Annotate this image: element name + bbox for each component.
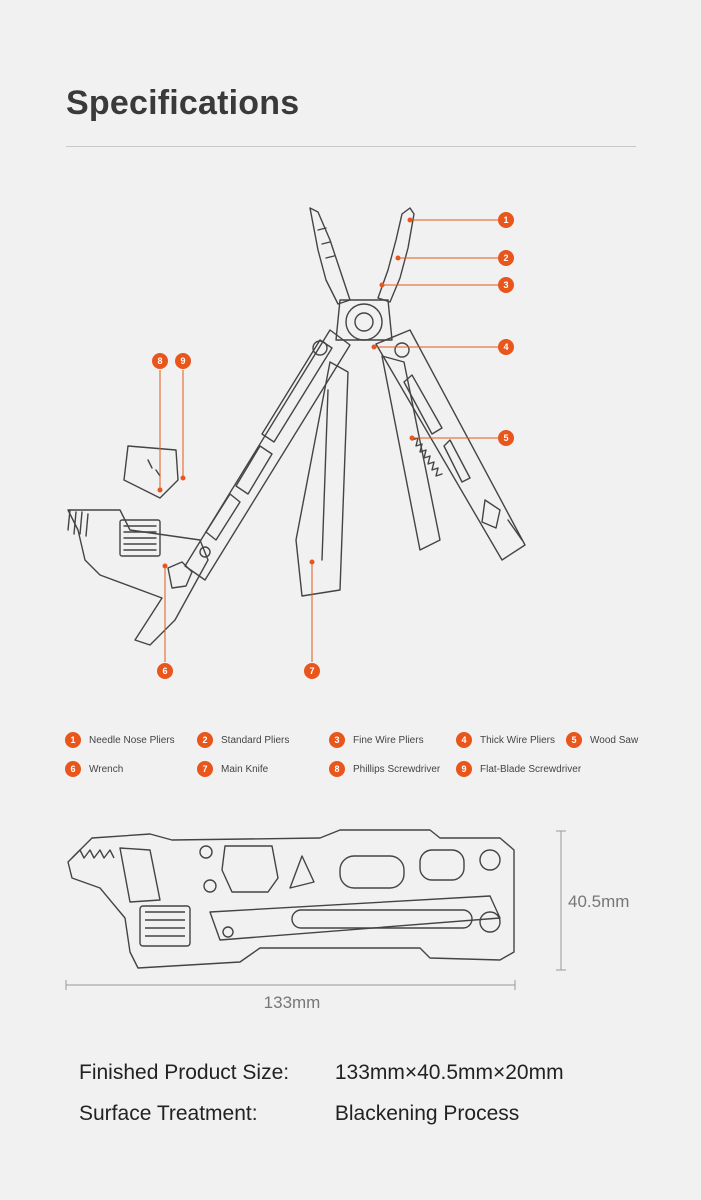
callout-marker-4: 4 [498,339,514,355]
spec-row-size: Finished Product Size: 133mm×40.5mm×20mm [79,1061,564,1085]
spec-row-surface: Surface Treatment: Blackening Process [79,1102,519,1126]
svg-text:3: 3 [503,280,508,290]
legend-item-6: 6 Wrench [65,760,123,778]
spec-value: 133mm×40.5mm×20mm [334,1061,564,1084]
spec-label: Surface Treatment: [79,1102,258,1125]
legend-item-8: 8 Phillips Screwdriver [329,760,440,778]
legend-label: Wood Saw [590,734,639,746]
legend-label: Thick Wire Pliers [480,734,556,746]
svg-text:5: 5 [503,433,508,443]
callout-marker-9: 9 [175,353,191,369]
spec-value: Blackening Process [334,1102,520,1125]
legend-label: Phillips Screwdriver [353,763,441,775]
legend-number: 4 [456,732,472,748]
legend-number: 7 [197,761,213,777]
legend-item-7: 7 Main Knife [197,760,268,778]
legend-number: 6 [65,761,81,777]
page-title: Specifications [66,84,300,122]
callout-marker-8: 8 [152,353,168,369]
svg-text:9: 9 [180,356,185,366]
svg-text:7: 7 [309,666,314,676]
legend-number: 5 [566,732,582,748]
legend-number: 9 [456,761,472,777]
callout-markers: 1 2 3 4 5 6 7 8 9 [152,212,514,679]
legend-item-1: 1 Needle Nose Pliers [65,731,175,749]
legend-number: 1 [65,732,81,748]
callout-marker-5: 5 [498,430,514,446]
callout-marker-1: 1 [498,212,514,228]
legend-item-4: 4 Thick Wire Pliers [456,731,555,749]
legend-number: 3 [329,732,345,748]
legend-number: 8 [329,761,345,777]
legend-number: 2 [197,732,213,748]
callout-marker-7: 7 [304,663,320,679]
legend-label: Needle Nose Pliers [89,734,175,746]
legend-item-2: 2 Standard Pliers [197,731,289,749]
svg-text:2: 2 [503,253,508,263]
height-dimension-label: 40.5mm [568,892,629,911]
legend-label: Fine Wire Pliers [353,734,424,746]
legend-label: Flat-Blade Screwdriver [480,763,582,775]
svg-text:1: 1 [503,215,508,225]
multitool-exploded-diagram: 1 2 3 4 5 6 7 8 9 [67,207,526,679]
svg-text:8: 8 [157,356,162,366]
callout-marker-2: 2 [498,250,514,266]
legend-item-3: 3 Fine Wire Pliers [329,731,424,749]
legend-item-9: 9 Flat-Blade Screwdriver [456,760,581,778]
legend-label: Standard Pliers [221,734,290,746]
legend-label: Wrench [89,763,124,775]
folded-tool-dimension-view: 133mm 40.5mm [65,829,629,1012]
svg-text:6: 6 [162,666,167,676]
callout-marker-3: 3 [498,277,514,293]
legend-item-5: 5 Wood Saw [566,731,638,749]
spec-label: Finished Product Size: [79,1061,290,1084]
callout-marker-6: 6 [157,663,173,679]
title-divider [66,146,636,147]
length-dimension-label: 133mm [264,993,321,1012]
legend-label: Main Knife [221,763,269,775]
svg-text:4: 4 [503,342,508,352]
